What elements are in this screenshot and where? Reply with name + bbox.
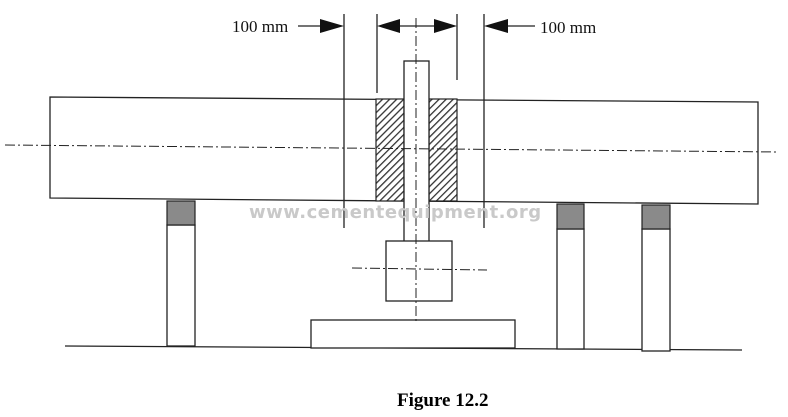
left-dimension-label: 100 mm [232,17,288,36]
right-dimension-label: 100 mm [540,18,596,37]
watermark-text: www.cementequipment.org [249,202,542,223]
center-dimension-arrow [377,19,457,33]
right-hatched-zone [428,98,458,202]
support-middle-pad [556,203,585,230]
support-left [166,200,196,347]
hub-block [385,240,453,302]
left-hatched-zone [375,98,405,202]
support-middle [556,203,585,350]
base-plate [310,319,516,349]
support-right [641,204,671,352]
support-left-pad [166,200,196,226]
hub-centerline [351,267,488,271]
support-right-pad [641,204,671,230]
horizontal-centerline [4,144,779,153]
right-dimension-arrow [484,19,535,33]
left-dimension-arrow [298,19,344,33]
figure-caption: Figure 12.2 [397,390,488,411]
